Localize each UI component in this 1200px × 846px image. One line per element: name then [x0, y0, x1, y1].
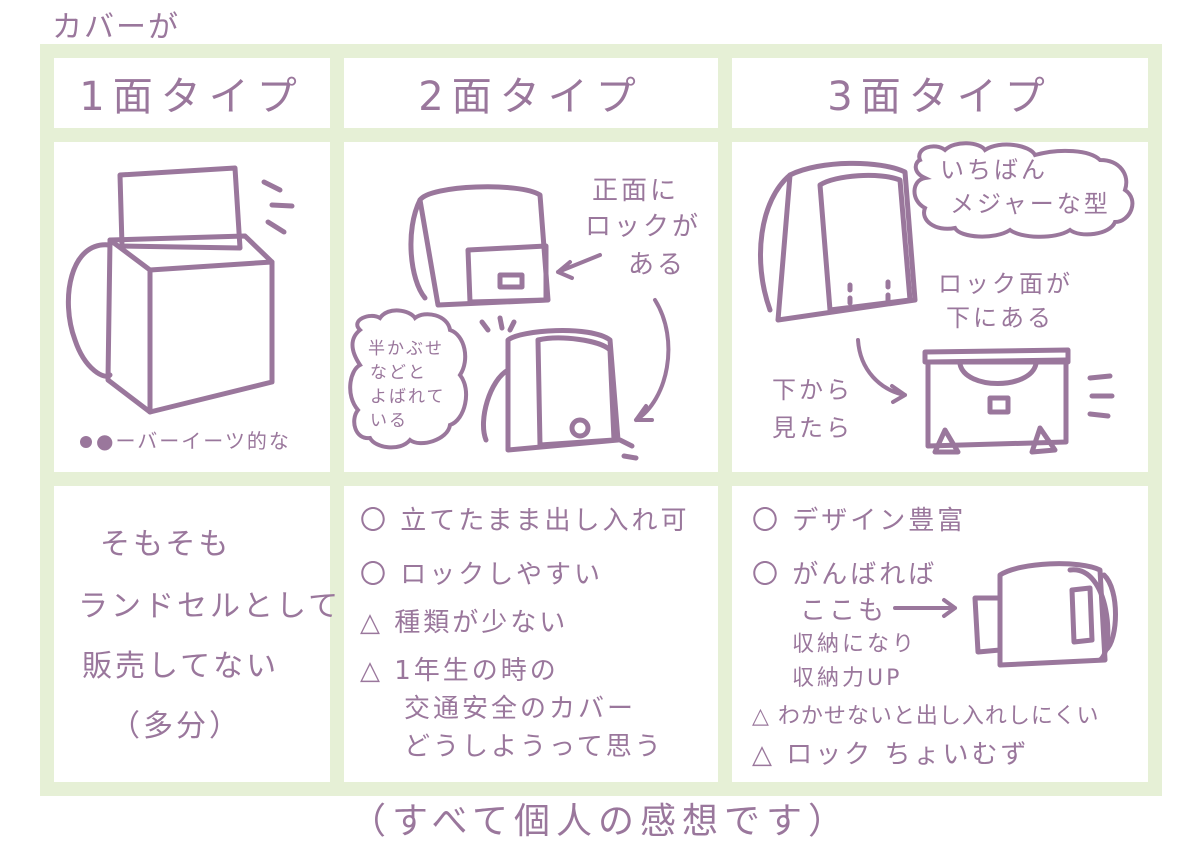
col3-note-line-5: 収納力UP — [792, 666, 903, 691]
col3-from-below-line-1: 下から — [772, 376, 853, 404]
column-title-1: 1面タイプ — [79, 74, 305, 120]
speech-bubble-col2 — [348, 308, 469, 450]
col2-note-line-6: どうしようって思う — [404, 732, 664, 762]
callout-arrows-col2 — [556, 253, 671, 422]
footer-disclaimer: （すべて個人の感想です） — [349, 801, 851, 842]
grid-row-divider-1 — [40, 128, 1162, 142]
half-cover-backpack-front — [408, 184, 551, 333]
col3-note-line-7: △ ロック ちょいむず — [752, 740, 1030, 770]
col3-note-line-4: 収納になり — [792, 632, 918, 657]
box-backpack-illustration — [66, 165, 295, 448]
col3-note-line-3: ここも — [800, 596, 888, 626]
col3-from-below-line-2: 見たら — [772, 414, 853, 442]
col3-note-line-1: 〇 デザイン豊富 — [752, 506, 967, 536]
column-title-2: 2面タイプ — [418, 74, 644, 120]
grid-frame-bottom — [40, 782, 1162, 796]
grid-row-divider-2 — [40, 472, 1162, 486]
grid-frame-top — [40, 44, 1162, 58]
column-title-3: 3面タイプ — [827, 74, 1053, 120]
speech-bubble-col3 — [912, 141, 1135, 239]
col1-note-line-3: 販売してない — [82, 649, 280, 684]
col1-note-line-1: そもそも — [100, 527, 232, 562]
col2-bubble-line-2: などと — [370, 363, 427, 383]
col3-note-line-2: 〇 がんばれば — [752, 560, 938, 590]
col2-callout-line-2: ロックが — [585, 212, 702, 242]
grid-frame-right — [1148, 44, 1162, 796]
col2-note-line-4: △ 1年生の時の — [360, 656, 559, 686]
col3-bubble-line-1: いちばん — [940, 156, 1048, 184]
col1-note-line-2: ランドセルとして — [78, 589, 342, 624]
col2-bubble-line-1: 半かぶせ — [368, 339, 444, 359]
grid-col-divider-2 — [718, 44, 732, 796]
col3-callout-line-2: 下にある — [946, 304, 1054, 332]
header-top-label: カバーが — [52, 10, 180, 45]
half-cover-backpack-back — [480, 328, 639, 461]
col2-callout-line-1: 正面に — [592, 176, 680, 206]
grid-frame-left — [40, 44, 54, 796]
col2-callout-line-3: ある — [628, 250, 687, 280]
side-view-backpack-col3 — [972, 561, 1118, 668]
col3-bubble-line-2: メジャーな型 — [950, 190, 1111, 218]
col2-note-line-3: △ 種類が少ない — [360, 608, 569, 638]
col2-note-line-1: 〇 立てたまま出し入れ可 — [360, 506, 690, 536]
col1-illustration-caption: ●ーバーイーツ的な — [96, 429, 291, 453]
col3-note-line-6: △ わかせないと出し入れしにくい — [752, 704, 1100, 729]
col2-note-line-2: 〇 ロックしやすい — [360, 560, 604, 590]
col3-callout-line-1: ロック面が — [938, 270, 1073, 298]
bottom-view-backpack — [922, 347, 1115, 455]
col2-note-line-5: 交通安全のカバー — [404, 694, 637, 724]
callout-arrow-col3 — [856, 338, 907, 404]
col2-bubble-line-4: いる — [370, 411, 408, 431]
col1-note-line-4: （多分） — [110, 709, 242, 744]
col2-bubble-line-3: よばれて — [370, 387, 446, 407]
grid-col-divider-1 — [330, 44, 344, 796]
long-arrow-col3 — [893, 598, 957, 618]
full-cover-backpack — [758, 160, 918, 323]
